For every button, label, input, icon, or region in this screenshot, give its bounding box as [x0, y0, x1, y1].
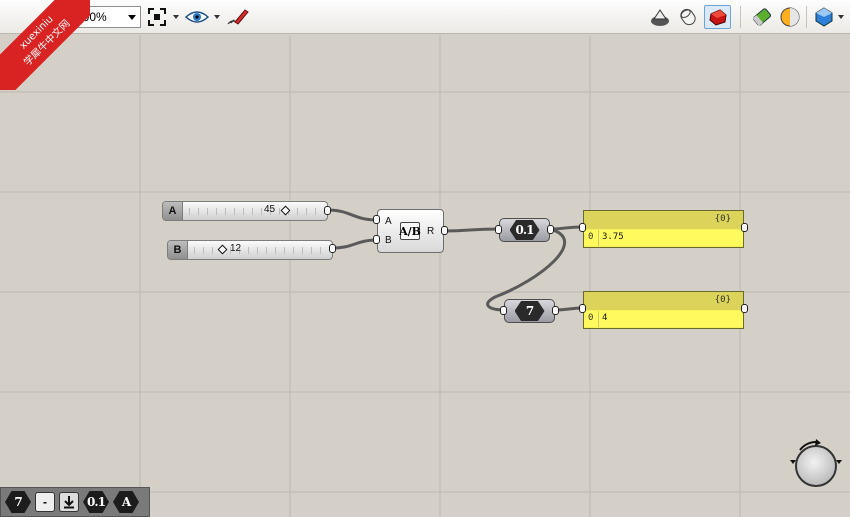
- panel-path: {0}: [714, 214, 731, 224]
- panel-divide-result[interactable]: {0} 0 3.75: [583, 210, 744, 248]
- chevron-down-icon: [128, 15, 136, 20]
- toolbar-separator: [806, 6, 807, 28]
- canvas[interactable]: A 45 B 12 A B A/B R 0.1 7 {0} 0: [0, 35, 850, 517]
- palette-number-button[interactable]: 0.1: [83, 491, 109, 513]
- sketch-button[interactable]: [224, 5, 250, 29]
- preview-wire-icon: [680, 8, 696, 26]
- render-button[interactable]: [812, 5, 836, 29]
- divide-input-a-grip[interactable]: [373, 215, 380, 224]
- preview-selected-icon: [708, 9, 727, 26]
- panel-row: 0 3.75: [584, 230, 743, 246]
- number-parameter[interactable]: 0.1: [499, 218, 550, 242]
- slider-b-ticks: [194, 247, 324, 254]
- divide-output-r-label: R: [427, 226, 435, 237]
- panel-row-index: 0: [588, 313, 594, 323]
- integer-parameter[interactable]: 7: [504, 299, 555, 323]
- panel-header: {0}: [584, 211, 743, 229]
- divide-icon: A/B: [399, 222, 421, 240]
- eye-icon: [185, 11, 209, 23]
- wire-b-to-divide: [331, 238, 379, 250]
- divide-input-a-label: A: [385, 216, 392, 227]
- number-icon: 0.1: [83, 491, 109, 513]
- minus-icon: -: [35, 492, 55, 512]
- slider-a[interactable]: A 45: [162, 201, 328, 221]
- download-icon: [59, 492, 79, 512]
- panel-path: {0}: [714, 295, 731, 305]
- divide-output-grip[interactable]: [441, 226, 448, 235]
- text-icon: A: [113, 491, 139, 513]
- render-icon: [815, 7, 833, 27]
- toolbar-separator: [740, 6, 741, 28]
- material-button[interactable]: [778, 5, 802, 29]
- wire-number-to-integer: [486, 227, 566, 312]
- integer-parameter-icon: 7: [514, 301, 545, 321]
- preview-selected-button[interactable]: [704, 5, 731, 29]
- chevron-down-icon[interactable]: [214, 15, 220, 19]
- slider-a-output-grip[interactable]: [324, 206, 331, 215]
- chevron-down-icon[interactable]: [838, 15, 844, 19]
- panel-bottom-output-grip[interactable]: [741, 304, 748, 313]
- panel-top-output-grip[interactable]: [741, 223, 748, 232]
- integer-parameter-input-grip[interactable]: [500, 306, 507, 315]
- preview-wire-button[interactable]: [676, 5, 700, 29]
- watermark-band: xuexiniu 学犀牛中文网: [0, 0, 90, 90]
- toolbar: 100%: [0, 0, 850, 34]
- preview-shaded-icon: [651, 9, 669, 26]
- panel-row-separator: [598, 311, 599, 327]
- slider-a-label: A: [163, 202, 183, 220]
- panel-row-separator: [598, 230, 599, 246]
- grid-lines: [0, 35, 850, 517]
- zoom-extents-button[interactable]: [146, 5, 168, 29]
- panel-integer-result[interactable]: {0} 0 4: [583, 291, 744, 329]
- slider-b[interactable]: B 12: [167, 240, 333, 260]
- palette-text-button[interactable]: A: [113, 491, 139, 513]
- slider-b-label: B: [168, 241, 188, 259]
- dial-arrows-icon: [790, 439, 842, 464]
- integer-parameter-output-grip[interactable]: [552, 306, 559, 315]
- sketch-pen-icon: [227, 9, 249, 25]
- number-parameter-icon: 0.1: [509, 220, 540, 240]
- number-parameter-output-grip[interactable]: [547, 225, 554, 234]
- preview-toggle-button[interactable]: [184, 5, 210, 29]
- panel-top-input-grip[interactable]: [579, 223, 586, 232]
- panel-row-value: 3.75: [602, 232, 624, 242]
- divide-component[interactable]: A B A/B R: [377, 209, 444, 253]
- divide-input-b-label: B: [385, 235, 392, 246]
- slider-b-value: 12: [230, 243, 242, 254]
- wire-divide-to-number: [443, 227, 501, 233]
- panel-row: 0 4: [584, 311, 743, 327]
- panel-row-index: 0: [588, 232, 594, 242]
- palette-integer-button[interactable]: 7: [5, 491, 31, 513]
- slider-a-value: 45: [264, 204, 276, 215]
- navigation-dial-icon[interactable]: [795, 445, 837, 487]
- slider-a-ticks: [189, 208, 319, 215]
- divide-input-b-grip[interactable]: [373, 235, 380, 244]
- zoom-extents-icon: [148, 8, 166, 26]
- panel-header: {0}: [584, 292, 743, 310]
- integer-icon: 7: [5, 491, 31, 513]
- watermark: xuexiniu 学犀牛中文网: [0, 0, 90, 90]
- bake-button[interactable]: [750, 5, 774, 29]
- palette-download-button[interactable]: [59, 491, 79, 513]
- panel-bottom-input-grip[interactable]: [579, 304, 586, 313]
- wire-a-to-divide: [326, 208, 379, 222]
- material-icon: [780, 7, 800, 27]
- palette-minus-button[interactable]: -: [35, 491, 55, 513]
- slider-b-output-grip[interactable]: [329, 244, 336, 253]
- preview-shaded-button[interactable]: [648, 5, 672, 29]
- panel-row-value: 4: [602, 313, 608, 323]
- widget-palette: 7 - 0.1 A: [0, 487, 150, 517]
- bake-icon: [752, 8, 772, 26]
- chevron-down-icon[interactable]: [173, 15, 179, 19]
- canvas-grid-and-wires: [0, 35, 850, 517]
- number-parameter-input-grip[interactable]: [495, 225, 502, 234]
